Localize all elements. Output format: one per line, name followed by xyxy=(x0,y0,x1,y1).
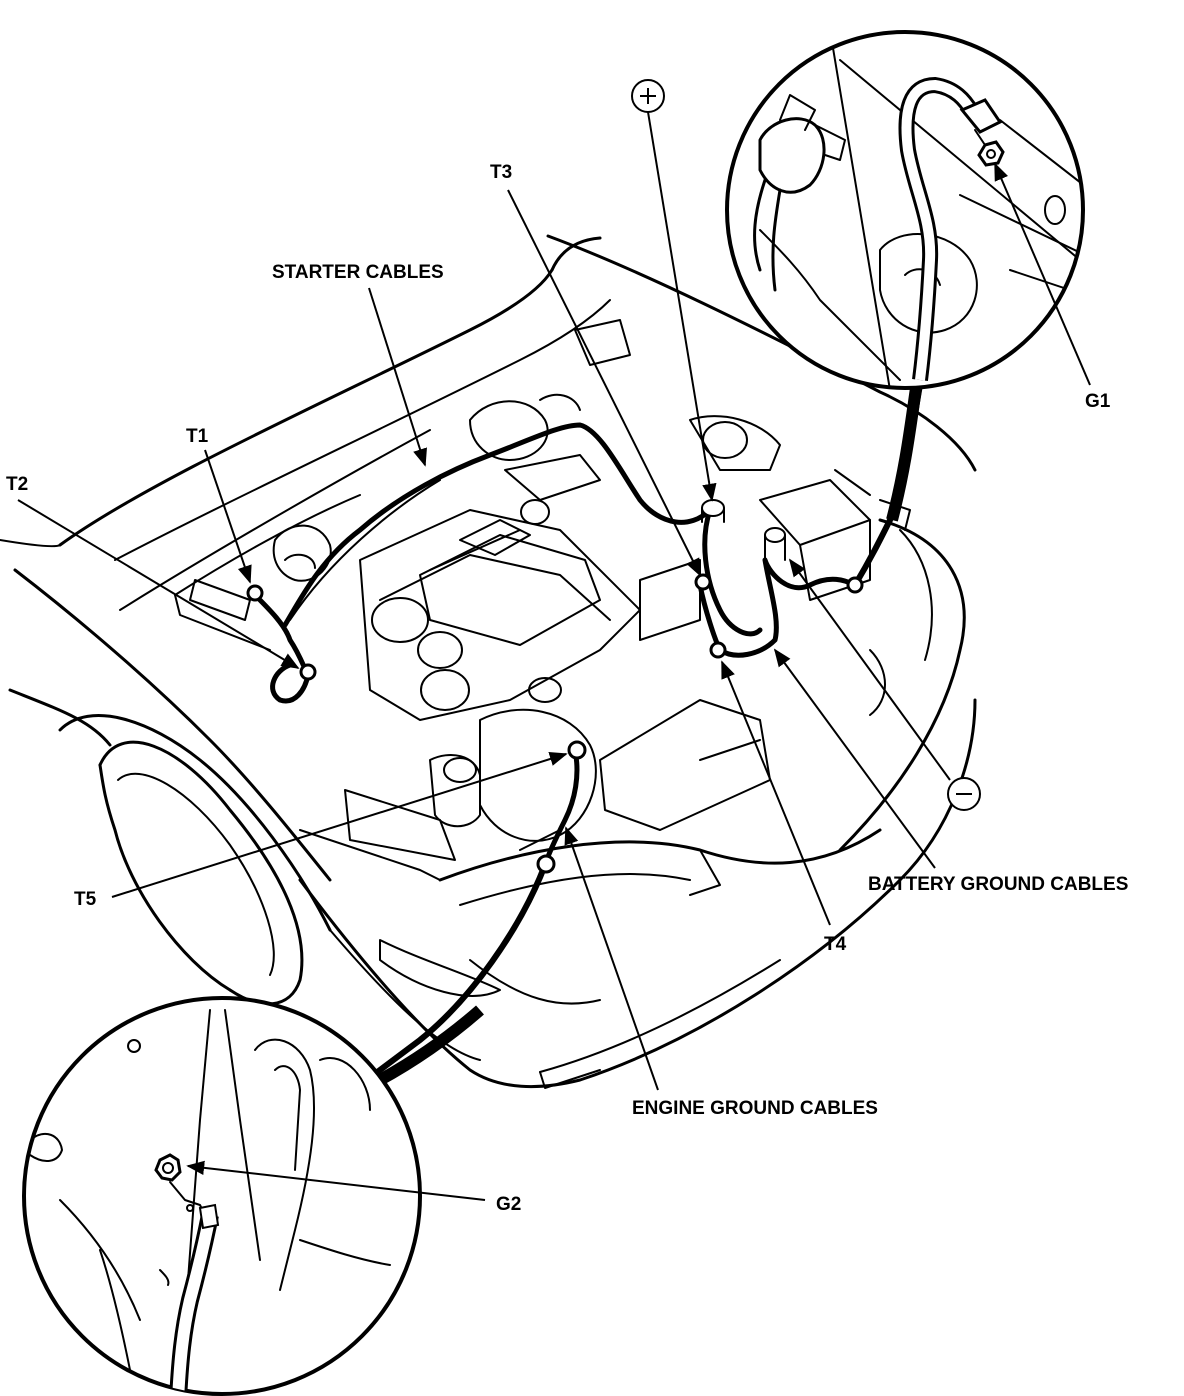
cables xyxy=(252,384,923,1094)
engine-bay xyxy=(174,319,911,881)
battery-neg-bolt xyxy=(846,576,864,594)
battery-ground-cables-label: BATTERY GROUND CABLES xyxy=(868,874,1128,895)
ground-terminals xyxy=(246,499,864,874)
leader-lines xyxy=(17,111,1091,1201)
engine-ground-cables-label: ENGINE GROUND CABLES xyxy=(632,1098,878,1119)
battery-positive-terminal xyxy=(701,499,725,517)
g1-label: G1 xyxy=(1085,391,1111,412)
engine-lower-bolt xyxy=(536,854,556,874)
battery-ground-cable xyxy=(717,557,858,658)
t4-bolt xyxy=(709,641,727,659)
car-body-outline xyxy=(0,234,977,1089)
t1-label: T1 xyxy=(186,426,209,447)
g2-detail-inset xyxy=(22,996,422,1396)
t4-label: T4 xyxy=(824,934,847,955)
g1-detail-inset xyxy=(725,30,1085,390)
t5-label: T5 xyxy=(74,889,97,910)
starter-cables-label: STARTER CABLES xyxy=(272,262,444,283)
starter-cable xyxy=(282,422,713,628)
t5-engine-ground-cable xyxy=(542,747,580,868)
positive-terminal-symbol xyxy=(631,79,665,113)
t1-bolt xyxy=(246,584,264,602)
t5-bolt xyxy=(567,740,587,760)
t3-bolt xyxy=(694,573,712,591)
negative-terminal-symbol xyxy=(947,777,981,811)
t2-bolt xyxy=(299,663,317,681)
g2-label: G2 xyxy=(496,1194,521,1215)
t2-label: T2 xyxy=(6,474,28,495)
t3-label: T3 xyxy=(490,162,512,183)
labels: STARTER CABLES T1 T2 T3 G1 BATTERY GROUN… xyxy=(6,162,1128,1215)
